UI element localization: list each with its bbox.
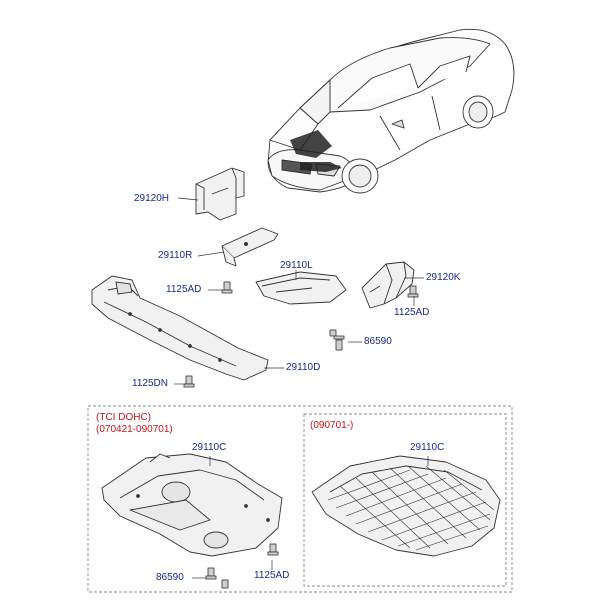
part-29120K-shape: [361, 261, 415, 309]
leader-lines-bottom: [192, 456, 429, 579]
part-29110L-shape: [255, 271, 347, 305]
label-86590-bottom: 86590: [156, 572, 184, 583]
variant-date-label-left: (070421-090701): [96, 424, 173, 435]
label-29110C-left: 29110C: [192, 442, 227, 453]
car-illustration: [267, 28, 515, 194]
variant-date-label-right: (090701-): [310, 420, 354, 431]
mesh-grid: [327, 465, 495, 551]
label-1125AD-top: 1125AD: [166, 284, 202, 295]
label-29110D: 29110D: [286, 362, 321, 373]
variant-engine-label: (TCI DOHC): [96, 412, 151, 423]
label-1125DN: 1125DN: [132, 378, 168, 389]
part-29120H-shape: [195, 167, 245, 221]
variant-frame: [87, 405, 513, 593]
fastener-86590-top: [329, 329, 345, 351]
fastener-1125DN: [183, 375, 195, 388]
label-29120K: 29120K: [426, 272, 461, 283]
fastener-1125AD-right: [407, 285, 419, 298]
label-29110L: 29110L: [280, 260, 313, 271]
label-29110R: 29110R: [158, 250, 193, 261]
car-undercover-highlight: [290, 130, 342, 172]
label-1125AD-right: 1125AD: [394, 307, 430, 318]
part-29110C-left-shape: [101, 453, 283, 557]
leader-lines-top: [174, 197, 424, 385]
part-29110D-shape: [91, 275, 269, 381]
fastener-1125AD-bottom: [267, 543, 279, 556]
label-29110C-right: 29110C: [410, 442, 445, 453]
label-1125AD-bottom: 1125AD: [254, 570, 290, 581]
part-29110C-right-shape: [311, 455, 501, 557]
label-86590-top: 86590: [364, 336, 392, 347]
fastener-86590-bottom: [205, 567, 229, 589]
label-29120H: 29120H: [134, 193, 170, 204]
fastener-1125AD-top: [221, 281, 233, 294]
part-29110R-shape: [221, 227, 279, 267]
